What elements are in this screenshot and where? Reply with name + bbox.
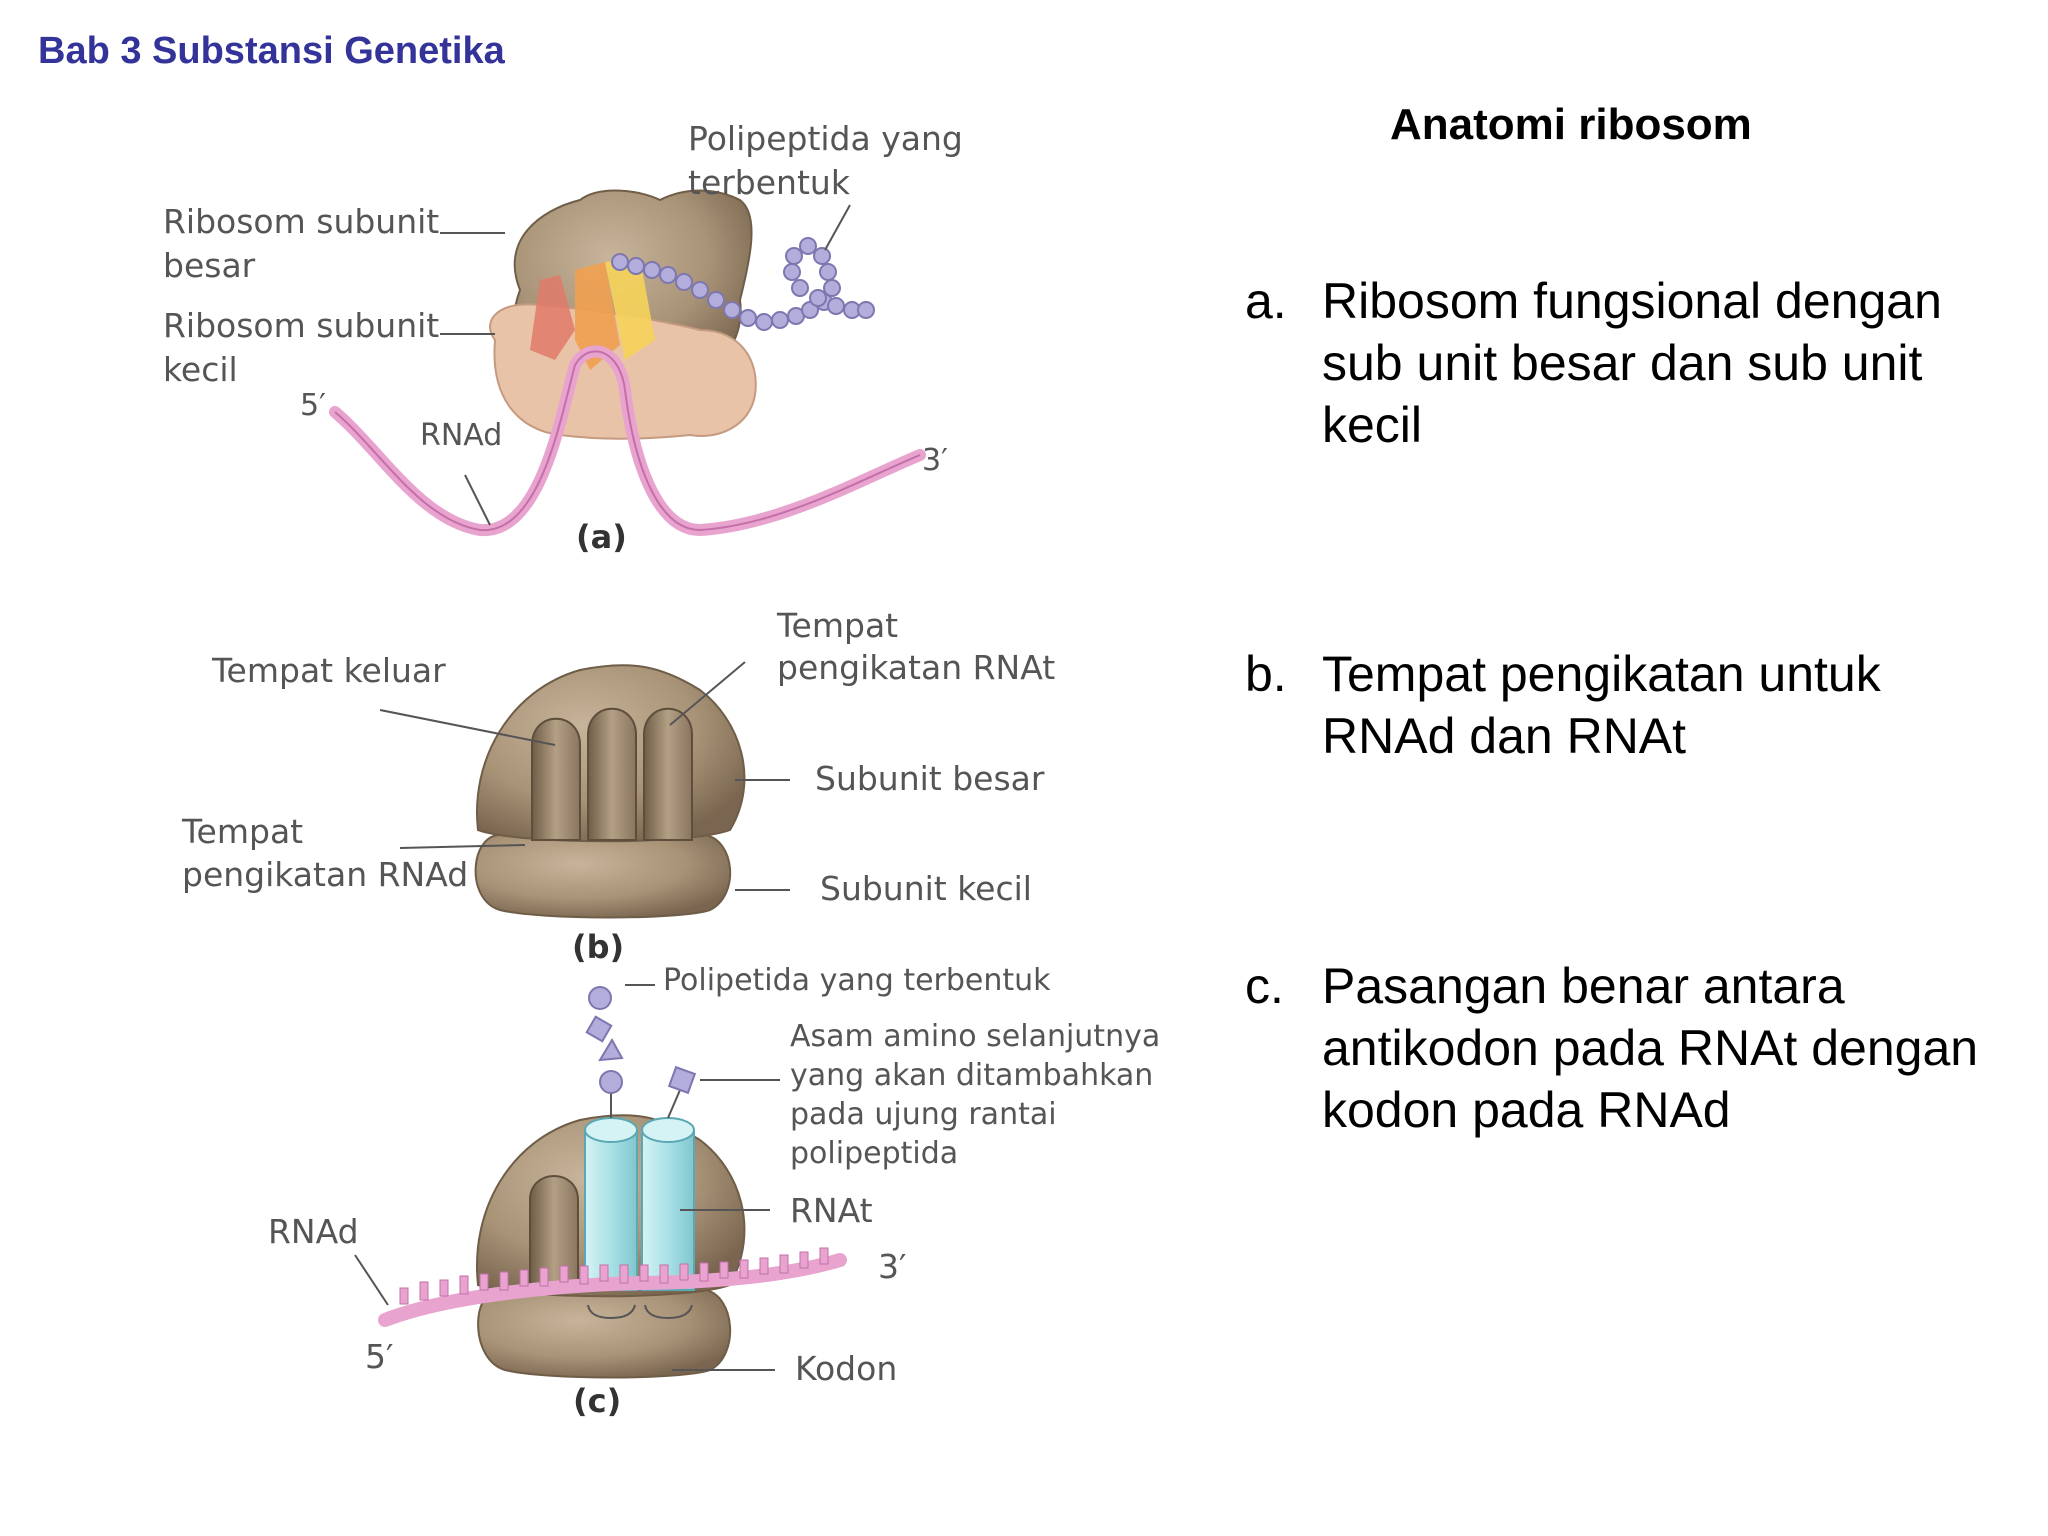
label-subunit-kecil-a-1: Ribosom subunit [163,306,439,345]
p-site-tunnel [587,707,637,841]
label-rnat-site-1: Tempat [776,606,898,645]
leader-line [669,661,746,726]
slide-title: Anatomi ribosom [1390,100,1752,149]
label-asam-amino-3: pada ujung rantai [790,1097,1057,1132]
mrna-ribbon-a-edge [334,350,921,532]
list-item-b: b. Tempat pengikatan untuk RNAd dan RNAt [1245,643,2025,767]
label-rnad-c: RNAd [268,1212,359,1251]
figure-b: Tempat keluar Tempat pengikatan RNAt Sub… [181,606,1055,966]
caption-b: (b) [572,928,624,966]
list-text: Tempat pengikatan untuk RNAd dan RNAt [1322,646,1881,764]
label-rnat-site-2: pengikatan RNAt [777,648,1055,687]
figure-a: Polipeptida yang terbentuk Ribosom subun… [163,119,963,556]
leader-line [354,1254,389,1306]
leader-line [464,474,491,526]
exit-site-tunnel-c [529,1175,579,1291]
label-asam-amino-1: Asam amino selanjutnya [790,1019,1160,1054]
leader-line [399,844,526,849]
label-rnad-a: RNAd [420,418,502,453]
label-tempat-keluar: Tempat keluar [211,651,446,690]
label-5prime-c: 5′ [365,1337,394,1376]
polypeptide-chain-c [585,986,624,1118]
label-subunit-besar-a-2: besar [163,246,256,285]
label-rnad-site-1: Tempat [181,812,303,851]
a-site-tunnel [643,707,693,841]
caption-c: (c) [573,1382,621,1420]
mrna-bases-c [399,1247,829,1305]
binding-site-yellow [605,258,655,360]
label-3prime-a: 3′ [922,443,948,478]
label-asam-amino-4: polipeptida [790,1136,958,1171]
label-kodon: Kodon [795,1349,897,1388]
leader-line [379,709,556,746]
label-polipeptida-a-1: Polipeptida yang [688,119,963,158]
exit-site-tunnel [531,717,581,841]
list-item-a: a. Ribosom fungsional dengan sub unit bes… [1245,270,2025,456]
label-subunit-kecil-a-2: kecil [163,350,238,389]
label-subunit-besar-a-1: Ribosom subunit [163,202,439,241]
small-subunit-b [474,834,732,919]
list-item-c: c. Pasangan benar antara antikodon pada R… [1245,955,2025,1141]
label-asam-amino-2: yang akan ditambahkan [790,1058,1153,1093]
chapter-header: Bab 3 Substansi Genetika [38,30,505,72]
label-5prime-a: 5′ [300,388,326,423]
codon-brace-2 [644,1304,693,1320]
list-text: Pasangan benar antara antikodon pada RNA… [1322,958,1979,1138]
figure-c: Polipetida yang terbentuk Asam amino sel… [268,963,1160,1420]
label-rnad-site-2: pengikatan RNAd [182,855,468,894]
list-marker: c. [1245,958,1284,1014]
binding-site-red [530,275,575,360]
label-polipeptida-a-2: terbentuk [688,163,851,202]
codon-brace-1 [587,1304,636,1320]
label-rnat-c: RNAt [790,1191,873,1230]
list-marker: a. [1245,273,1287,329]
list-marker: b. [1245,646,1287,702]
next-amino-acid [667,1065,697,1119]
binding-site-orange [575,262,620,370]
trna-p-site [584,1117,638,1291]
small-subunit-c [477,1289,731,1379]
list-text: Ribosom fungsional dengan sub unit besar… [1322,273,1942,453]
label-subunit-besar-b: Subunit besar [815,759,1045,798]
leader-line [824,204,851,251]
caption-a: (a) [576,518,627,556]
polypeptide-chain-a [611,237,875,331]
label-subunit-kecil-b: Subunit kecil [820,869,1032,908]
label-polipeptida-c: Polipetida yang terbentuk [663,963,1051,998]
label-3prime-c: 3′ [878,1247,907,1286]
